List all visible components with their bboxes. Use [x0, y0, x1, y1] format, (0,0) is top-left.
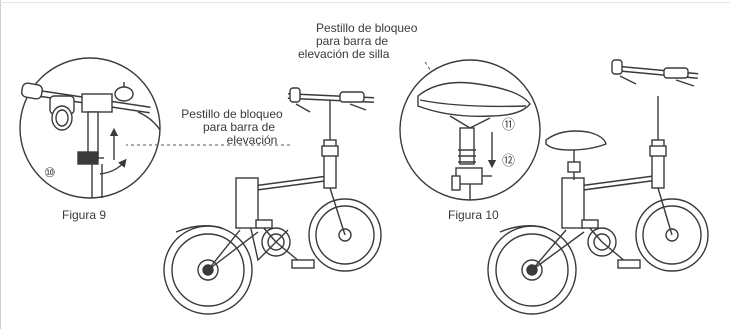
fig10-callout-line-1: Pestillo de bloqueo: [316, 21, 418, 35]
fig10-step-down: ⑫: [502, 153, 516, 168]
fig9-callout-line-3: elevación: [226, 133, 278, 147]
page-border: [0, 0, 6, 329]
fig10-caption: Figura 10: [448, 208, 499, 222]
fig9-bicycle: [163, 87, 382, 315]
fig9-detail-circle: [19, 57, 161, 199]
fig10-callout: Pestillo de bloqueo para barra de elevac…: [298, 22, 418, 61]
fig10-callout-line-3: elevación de silla: [298, 47, 390, 61]
fig10-step-up: ⑪: [502, 117, 516, 132]
fig9-callout-line-2: para barra de: [202, 120, 276, 134]
fig9-step-number: ⑩: [44, 165, 56, 180]
fig9-callout: Pestillo de bloqueo para barra de elevac…: [168, 108, 296, 147]
fig9-arrows: [99, 127, 127, 175]
fig9-caption: Figura 9: [62, 208, 107, 222]
fig9-callout-line-1: Pestillo de bloqueo: [181, 107, 283, 121]
fig10-detail-circle: [399, 59, 541, 201]
fig10-callout-line-2: para barra de: [316, 34, 389, 48]
page-top-rule: [0, 2, 730, 3]
fig10-bicycle: [487, 59, 709, 315]
